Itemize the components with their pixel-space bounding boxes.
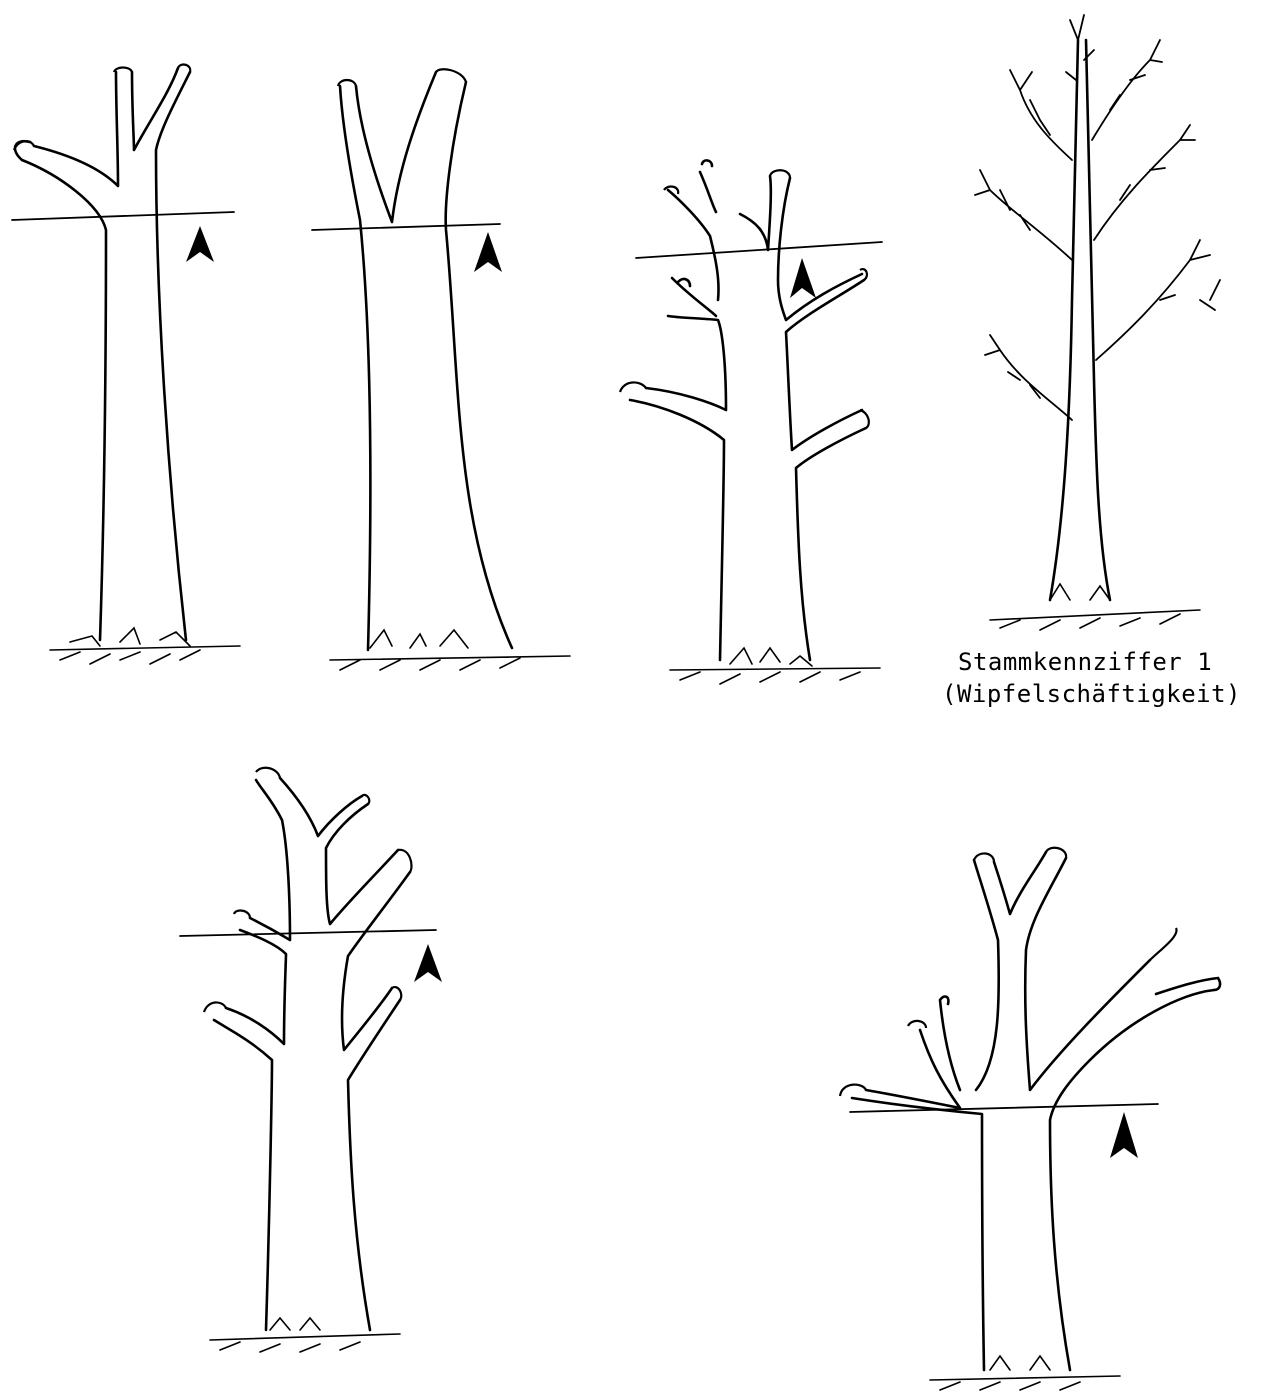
tree-6 [840,848,1220,1390]
tree-1 [12,65,240,664]
tree-2 [312,69,570,670]
tree-3 [620,160,882,684]
cut-marker-arrow [186,226,214,262]
caption-line-1: Stammkennziffer 1 [958,648,1212,676]
caption-line-2: (Wipfelschäftigkeit) [942,680,1241,708]
tree-5 [180,768,442,1352]
cut-marker-arrow [790,258,816,298]
cut-marker-arrow [474,232,502,272]
cut-marker-arrow [414,944,442,982]
cut-marker-arrow [1110,1112,1138,1158]
tree-4-wipfelschaeftig [975,15,1220,630]
